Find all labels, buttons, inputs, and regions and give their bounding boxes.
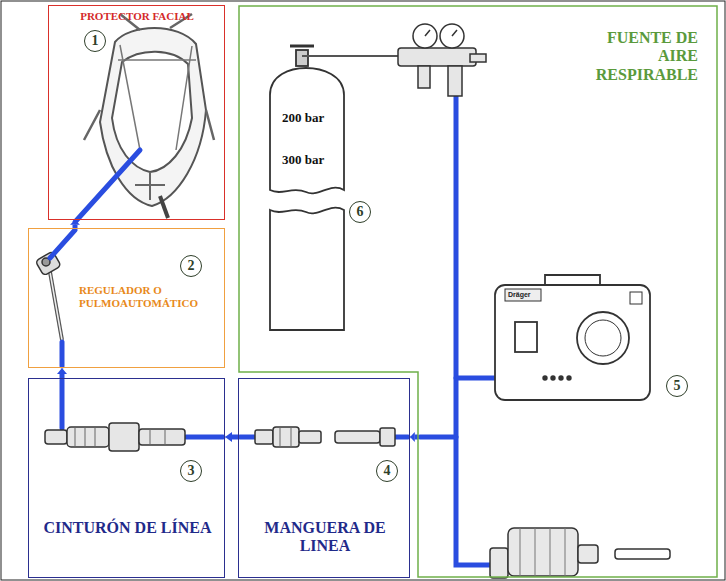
pressure-label: 200 bar xyxy=(282,110,324,126)
compressor-part xyxy=(551,376,555,380)
regulator-part xyxy=(50,272,62,340)
face-mask-part xyxy=(84,14,214,140)
compressor-part xyxy=(543,376,547,380)
air-cylinder xyxy=(270,46,400,330)
belt-fitting-part xyxy=(67,427,109,447)
hose-couplings xyxy=(255,427,395,447)
compressor-part xyxy=(577,312,629,364)
callout-number: 4 xyxy=(376,460,398,482)
hose-couplings-part xyxy=(299,431,321,443)
air-cylinder-part xyxy=(302,55,400,57)
compressor-part xyxy=(505,289,541,301)
compressor-part xyxy=(515,322,537,352)
callout-number: 6 xyxy=(349,201,371,223)
belt-fitting-part xyxy=(75,427,165,447)
pressure-manifold-part xyxy=(398,48,476,66)
callout-number: 1 xyxy=(84,30,106,52)
air-filter-part xyxy=(520,528,565,576)
arrow-head xyxy=(57,368,67,374)
belt-fitting-part xyxy=(109,423,139,451)
face-mask-part xyxy=(118,45,196,150)
hose-couplings-part xyxy=(335,431,380,443)
compressor-part xyxy=(545,275,600,285)
region-border xyxy=(239,6,717,577)
air-cylinder-part xyxy=(296,50,308,66)
compressor-part xyxy=(585,320,621,356)
compressor-part xyxy=(567,376,571,380)
pressure-manifold-part xyxy=(448,66,462,96)
pressure-manifold-part xyxy=(418,66,430,88)
hose-couplings-part xyxy=(273,427,299,447)
arrow-head xyxy=(410,432,415,442)
pressure-manifold-part xyxy=(470,54,486,62)
arrow-head xyxy=(225,432,232,442)
box-heading: FUENTE DE AIRE RESPIRABLE xyxy=(573,29,698,84)
belt-fitting-part xyxy=(45,430,67,444)
arrow-head xyxy=(70,220,80,225)
air-flow-line-part xyxy=(240,435,255,440)
box-heading: PROTECTOR FACIAL xyxy=(57,10,217,23)
belt-fitting xyxy=(45,423,185,451)
compressor-part xyxy=(495,285,650,400)
callout-number: 2 xyxy=(180,255,202,277)
air-cylinder-part xyxy=(290,45,314,48)
face-mask-part xyxy=(135,172,165,200)
regulator-part xyxy=(50,272,62,340)
air-flow-line-part xyxy=(420,435,456,440)
air-flow-line-part xyxy=(186,435,223,440)
air-flow-line-part xyxy=(456,376,495,381)
air-filter-part xyxy=(508,528,578,576)
air-flow-line-part xyxy=(50,230,75,258)
air-flow-arrow xyxy=(225,432,238,442)
brand-label: Dräger xyxy=(508,291,531,298)
region-outline xyxy=(238,5,718,578)
air-flow-line-part xyxy=(60,342,65,366)
air-filter-part xyxy=(578,545,598,563)
regulator-part xyxy=(35,251,61,276)
air-source-region: FUENTE DE AIRE RESPIRABLE xyxy=(238,5,718,578)
callout-number: 3 xyxy=(180,460,202,482)
face-protector-box: PROTECTOR FACIAL xyxy=(48,5,225,220)
hose-couplings-part xyxy=(380,428,395,446)
air-flow-arrow xyxy=(410,432,418,442)
face-mask-part xyxy=(160,196,168,218)
air-flow-line-part xyxy=(456,96,490,565)
hose-couplings-part xyxy=(280,427,291,447)
air-cylinder-part xyxy=(270,68,344,193)
air-cylinder-part xyxy=(270,208,344,330)
compressor-part xyxy=(630,292,642,304)
regulator-box: REGULADOR O PULMOAUTOMÁTICO xyxy=(28,228,225,368)
box-heading: MANGUERA DE LINEA xyxy=(247,519,403,556)
air-flow-line-part xyxy=(395,435,408,440)
callout-number: 5 xyxy=(666,375,688,397)
compressor-part xyxy=(559,376,563,380)
pressure-manifold-part xyxy=(425,30,457,36)
box-heading: CINTURÓN DE LÍNEA xyxy=(39,519,216,537)
air-filter xyxy=(490,528,670,578)
air-filter-part xyxy=(615,549,670,559)
regulator xyxy=(35,251,62,340)
box-heading: REGULADOR O PULMOAUTOMÁTICO xyxy=(79,284,219,309)
hose-couplings-part xyxy=(255,430,273,444)
pressure-manifold xyxy=(398,24,486,96)
compressor xyxy=(495,275,650,400)
air-flow-line-part xyxy=(60,380,65,428)
belt-fitting-part xyxy=(139,429,185,445)
air-filter-part xyxy=(490,548,508,578)
air-flow-arrow xyxy=(70,220,80,228)
air-flow-arrow xyxy=(57,368,67,378)
air-flow-line-part xyxy=(75,150,140,222)
pressure-label: 300 bar xyxy=(282,152,324,168)
